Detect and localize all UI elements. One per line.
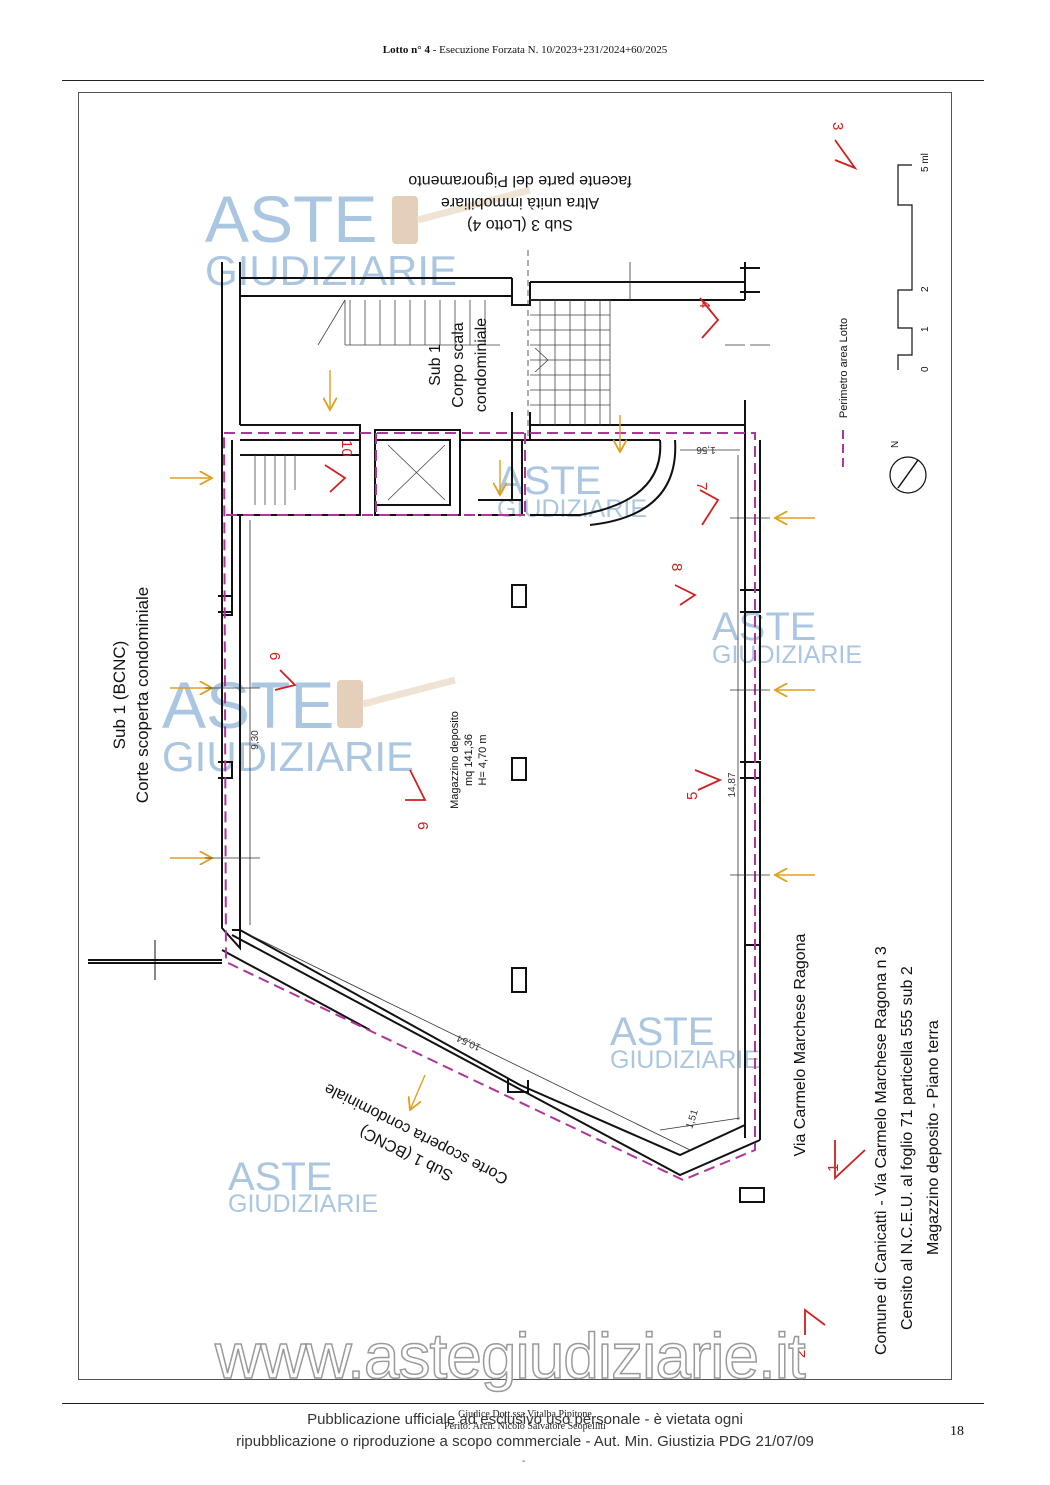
svg-text:6: 6: [266, 652, 283, 660]
svg-text:2: 2: [792, 1350, 809, 1358]
svg-text:ASTE: ASTE: [162, 668, 334, 742]
watermark-2: ASTE GIUDIZIARIE: [497, 459, 647, 523]
svg-text:GIUDIZIARIE: GIUDIZIARIE: [712, 641, 862, 669]
sub1-left-label: Sub 1 (BCNC): [110, 641, 129, 750]
room-area: mq 141,36: [463, 734, 475, 786]
sub1-stair-label: Sub 1: [427, 344, 444, 386]
stair-treads: [254, 299, 611, 505]
caption-block: Comune di Canicattì - Via Carmelo Marche…: [873, 946, 942, 1355]
svg-text:2: 2: [920, 286, 931, 292]
watermark-4: ASTE GIUDIZIARIE: [162, 668, 414, 780]
scale-bar: [897, 164, 913, 370]
footer-notice-line-2: ripubblicazione o riproduzione a scopo c…: [236, 1433, 814, 1450]
svg-text:ASTE: ASTE: [610, 1010, 714, 1054]
footer-expert: Perito: Arch. Nicolò Salvatore Scopellit…: [444, 1421, 606, 1432]
street-label: Via Carmelo Marchese Ragona: [792, 933, 809, 1156]
svg-text:N: N: [890, 441, 901, 448]
svg-text:ASTE: ASTE: [497, 459, 601, 503]
svg-text:8: 8: [668, 563, 685, 571]
caption-line-1: Comune di Canicattì - Via Carmelo Marche…: [873, 946, 890, 1355]
pillars: [511, 584, 765, 1203]
svg-text:10: 10: [338, 440, 355, 457]
view-arrow-ticks: [205, 517, 770, 876]
legend-perimeter-label: Perimetro area Lotto: [838, 318, 850, 418]
sub1-stair-desc2: condominiale: [473, 318, 490, 412]
caption-line-3: Magazzino deposito - Piano terra: [925, 1020, 942, 1255]
svg-text:4: 4: [696, 300, 713, 308]
watermark-5: ASTE GIUDIZIARIE: [610, 1010, 760, 1074]
page-header: Lotto n° 4 - Esecuzione Forzata N. 10/20…: [0, 44, 1050, 56]
scale-labels: 0 1 2 5 ml: [920, 153, 931, 372]
svg-text:GIUDIZIARIE: GIUDIZIARIE: [162, 733, 414, 780]
watermark-6: ASTE GIUDIZIARIE: [228, 1155, 378, 1218]
caption-line-2: Censito al N.C.E.U. al foglio 71 partice…: [899, 966, 916, 1330]
svg-text:GIUDIZIARIE: GIUDIZIARIE: [610, 1046, 760, 1074]
page-number: 18: [950, 1424, 964, 1439]
svg-text:1,51: 1,51: [684, 1108, 701, 1130]
svg-text:5 ml: 5 ml: [920, 153, 931, 172]
sub1-left-desc: Corte scoperta condominiale: [133, 587, 152, 803]
watermark-1: ASTE GIUDIZIARIE: [205, 182, 457, 294]
website-watermark: www.astegiudiziarie.it: [214, 1320, 806, 1392]
svg-text:14,87: 14,87: [727, 772, 738, 797]
svg-text:ASTE: ASTE: [205, 182, 377, 256]
svg-text:5: 5: [684, 792, 701, 800]
room-height: H= 4,70 m: [477, 734, 489, 785]
svg-text:10,54: 10,54: [455, 1032, 483, 1053]
svg-text:GIUDIZIARIE: GIUDIZIARIE: [228, 1190, 378, 1218]
svg-text:9,30: 9,30: [250, 730, 261, 750]
gavel-icon: [337, 676, 456, 728]
svg-text:7: 7: [693, 482, 710, 490]
lot-label: Lotto n° 4: [382, 44, 430, 56]
room-name: Magazzino deposito: [449, 711, 461, 809]
sub3-desc: Altra unità immobiliare: [441, 194, 599, 211]
footer-rule: [62, 1403, 984, 1404]
footer-judge: Giudice Dott.ssa Vitalba Pipitone: [458, 1409, 592, 1420]
svg-text:GIUDIZIARIE: GIUDIZIARIE: [205, 247, 457, 294]
header-rule: [62, 80, 984, 81]
sub3-desc2: facente parte del Pignoramento: [408, 172, 631, 189]
gavel-icon: [392, 186, 531, 244]
svg-text:1: 1: [825, 1164, 842, 1172]
svg-text:ASTE: ASTE: [228, 1155, 332, 1199]
dimension-lines: [249, 250, 770, 1151]
svg-text:1,56: 1,56: [696, 444, 716, 455]
view-markers: [274, 139, 866, 1335]
svg-text:3: 3: [829, 122, 846, 130]
svg-text:0: 0: [920, 366, 931, 372]
sub3-label: Sub 3 (Lotto 4): [467, 216, 573, 233]
north-arrow-icon: N: [889, 441, 927, 494]
footer-notice-line-1: Pubblicazione ufficiale ad esclusivo uso…: [307, 1411, 743, 1428]
svg-text:9: 9: [415, 822, 432, 830]
footer-dash: -: [522, 1456, 526, 1467]
procedure-text: - Esecuzione Forzata N. 10/2023+231/2024…: [429, 44, 668, 56]
sub1-stair-desc: Corpo scala: [450, 322, 467, 407]
svg-text:ASTE: ASTE: [712, 605, 816, 649]
view-numbers: 1 2 3 4 5 6 7 8 9 10: [266, 122, 846, 1358]
watermark-3: ASTE GIUDIZIARIE: [712, 605, 862, 669]
svg-text:1: 1: [920, 326, 931, 332]
drawing-frame: [78, 92, 952, 1380]
